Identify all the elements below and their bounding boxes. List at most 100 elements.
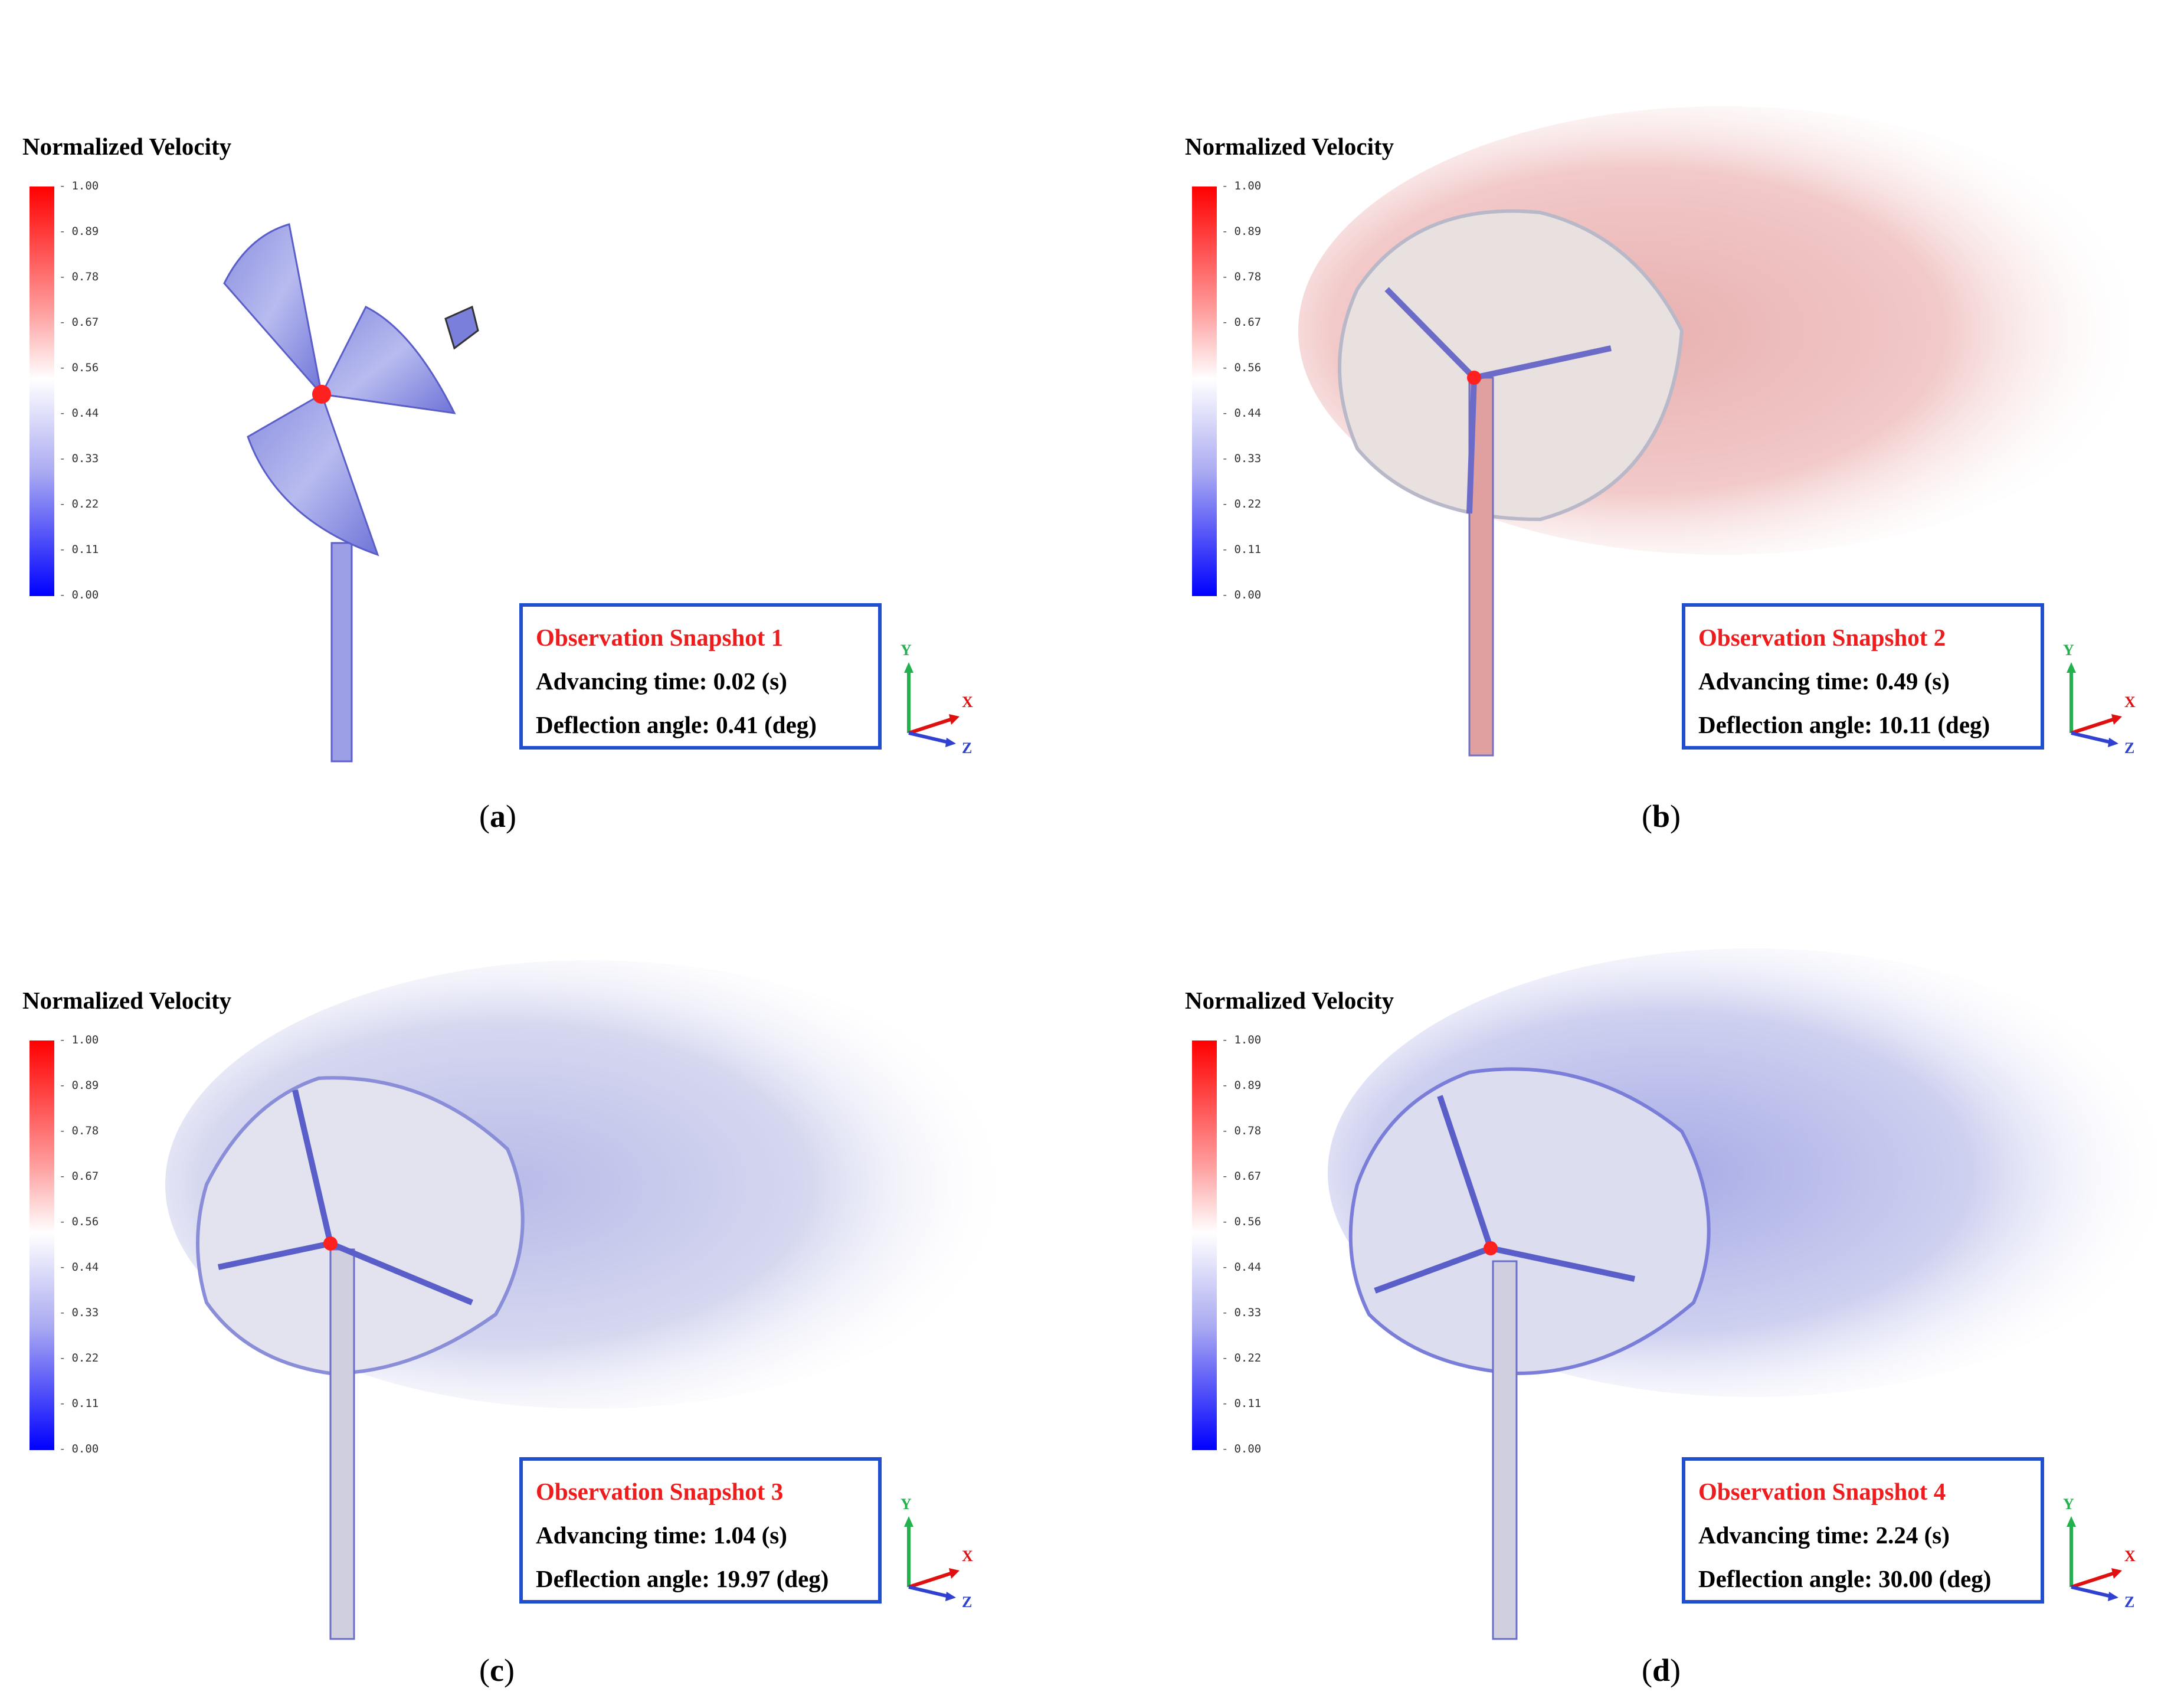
panel-d: Normalized Velocity 1.00 0.89 0.78 0.67 … — [1163, 854, 2171, 1708]
axis-x-label: X — [2124, 693, 2136, 711]
caption-letter: c — [489, 1653, 504, 1688]
deflection-angle: Deflection angle: 0.41 (deg) — [536, 711, 817, 738]
tick-label: 0.33 — [59, 1306, 99, 1319]
axis-y-label: Y — [901, 642, 912, 659]
snapshot-title: Observation Snapshot 3 — [536, 1478, 784, 1505]
advancing-time: Advancing time: 0.49 (s) — [1698, 668, 1950, 695]
tick-label: 0.00 — [1222, 1442, 1261, 1455]
info-box: Observation Snapshot 1 Advancing time: 0… — [519, 603, 882, 750]
tick-label: 1.00 — [1222, 179, 1261, 192]
blade — [1437, 1095, 1494, 1249]
snapshot-title: Observation Snapshot 1 — [536, 624, 784, 651]
panel-c: Normalized Velocity 1.00 0.89 0.78 0.67 … — [0, 854, 1085, 1708]
turbine-scene-d — [1328, 948, 2171, 1640]
tick-label: 0.11 — [59, 1397, 99, 1410]
turbine-scene-c — [165, 960, 1015, 1640]
axis-triad: Y X Z — [901, 642, 973, 757]
advancing-time: Advancing time: 1.04 (s) — [536, 1522, 787, 1549]
axis-triad: Y X Z — [901, 1496, 973, 1611]
tick-label: 0.11 — [1222, 1397, 1261, 1410]
blade-upper-right — [320, 305, 456, 414]
tick-label: 0.22 — [59, 1352, 99, 1365]
rotor-disk — [196, 1076, 525, 1376]
colorbar — [1192, 186, 1217, 596]
axis-x-label: X — [962, 1547, 973, 1565]
tick-label: 0.44 — [59, 407, 99, 420]
blade — [1374, 1245, 1492, 1294]
tick-label: 0.33 — [1222, 452, 1261, 465]
caption: (c) — [479, 1653, 515, 1688]
tick-label: 0.11 — [59, 543, 99, 556]
tick-label: 0.33 — [1222, 1306, 1261, 1319]
tick-label: 1.00 — [59, 1033, 99, 1046]
hub — [1484, 1241, 1498, 1255]
blade — [1384, 287, 1476, 380]
tick-label: 0.44 — [1222, 1261, 1261, 1274]
tick-label: 0.67 — [1222, 1170, 1261, 1183]
axis-z-label: Z — [962, 740, 972, 757]
info-box: Observation Snapshot 4 Advancing time: 2… — [1682, 1457, 2044, 1604]
tick-label: 0.44 — [59, 1261, 99, 1274]
tick-label: 0.78 — [1222, 1124, 1261, 1137]
blade — [1489, 1245, 1636, 1282]
tick-label: 1.00 — [1222, 1033, 1261, 1046]
rotor-disk — [1348, 1067, 1711, 1376]
colorbar — [1192, 1040, 1217, 1450]
tick-label: 0.22 — [1222, 1352, 1261, 1365]
axis-y-label: Y — [2063, 1496, 2074, 1513]
tick-label: 0.00 — [1222, 588, 1261, 601]
caption-letter: a — [489, 799, 506, 834]
tick-label: 0.89 — [59, 225, 99, 238]
tick-label: 0.67 — [1222, 316, 1261, 329]
blade — [292, 1089, 333, 1245]
deflection-angle: Deflection angle: 10.11 (deg) — [1698, 711, 1990, 738]
turbine-scene-b — [1298, 106, 2148, 757]
hub — [312, 385, 331, 404]
tick-label: 0.00 — [59, 1442, 99, 1455]
tick-label: 0.56 — [59, 361, 99, 374]
axis-triad: Y X Z — [2063, 1496, 2136, 1611]
axis-triad: Y X Z — [2063, 642, 2136, 757]
hub — [1467, 371, 1481, 385]
axis-z-label: Z — [2124, 740, 2134, 757]
tower — [330, 542, 353, 763]
advancing-time: Advancing time: 2.24 (s) — [1698, 1522, 1950, 1549]
tower — [1492, 1260, 1518, 1640]
axis-z-label: Z — [2124, 1594, 2134, 1611]
axis-y-label: Y — [901, 1496, 912, 1513]
info-box: Observation Snapshot 2 Advancing time: 0… — [1682, 603, 2044, 750]
turbine-scene-a — [223, 223, 479, 763]
panel-b: Normalized Velocity 1.00 0.89 0.78 0.67 … — [1163, 0, 2171, 854]
caption-letter: b — [1652, 799, 1671, 834]
blade — [1466, 377, 1477, 514]
tick-label: 1.00 — [59, 179, 99, 192]
tick-label: 0.78 — [59, 1124, 99, 1137]
caption: (d) — [1642, 1653, 1681, 1688]
nacelle — [444, 305, 479, 350]
deflection-angle: Deflection angle: 30.00 (deg) — [1698, 1565, 1992, 1592]
tick-label: 0.67 — [59, 316, 99, 329]
tick-label: 0.67 — [59, 1170, 99, 1183]
hub — [323, 1236, 338, 1251]
caption-letter: d — [1652, 1653, 1671, 1688]
blade-upper-left — [223, 223, 323, 398]
legend-title: Normalized Velocity — [1185, 987, 1394, 1014]
tick-label: 0.22 — [1222, 498, 1261, 511]
advancing-time: Advancing time: 0.02 (s) — [536, 668, 787, 695]
legend-title: Normalized Velocity — [1185, 133, 1394, 160]
tick-label: 0.89 — [1222, 1079, 1261, 1092]
axis-y-label: Y — [2063, 642, 2074, 659]
axis-z-label: Z — [962, 1594, 972, 1611]
tick-label: 0.78 — [1222, 270, 1261, 283]
blade — [1473, 345, 1612, 381]
snapshot-title: Observation Snapshot 2 — [1698, 624, 1946, 651]
tick-label: 0.56 — [59, 1215, 99, 1228]
tick-label: 0.78 — [59, 270, 99, 283]
info-box: Observation Snapshot 3 Advancing time: 1… — [519, 1457, 882, 1604]
caption: (a) — [479, 799, 516, 834]
caption: (b) — [1642, 799, 1681, 834]
deflection-angle: Deflection angle: 19.97 (deg) — [536, 1565, 829, 1592]
tick-label: 0.33 — [59, 452, 99, 465]
legend-title: Normalized Velocity — [22, 987, 232, 1014]
colorbar — [30, 186, 54, 596]
